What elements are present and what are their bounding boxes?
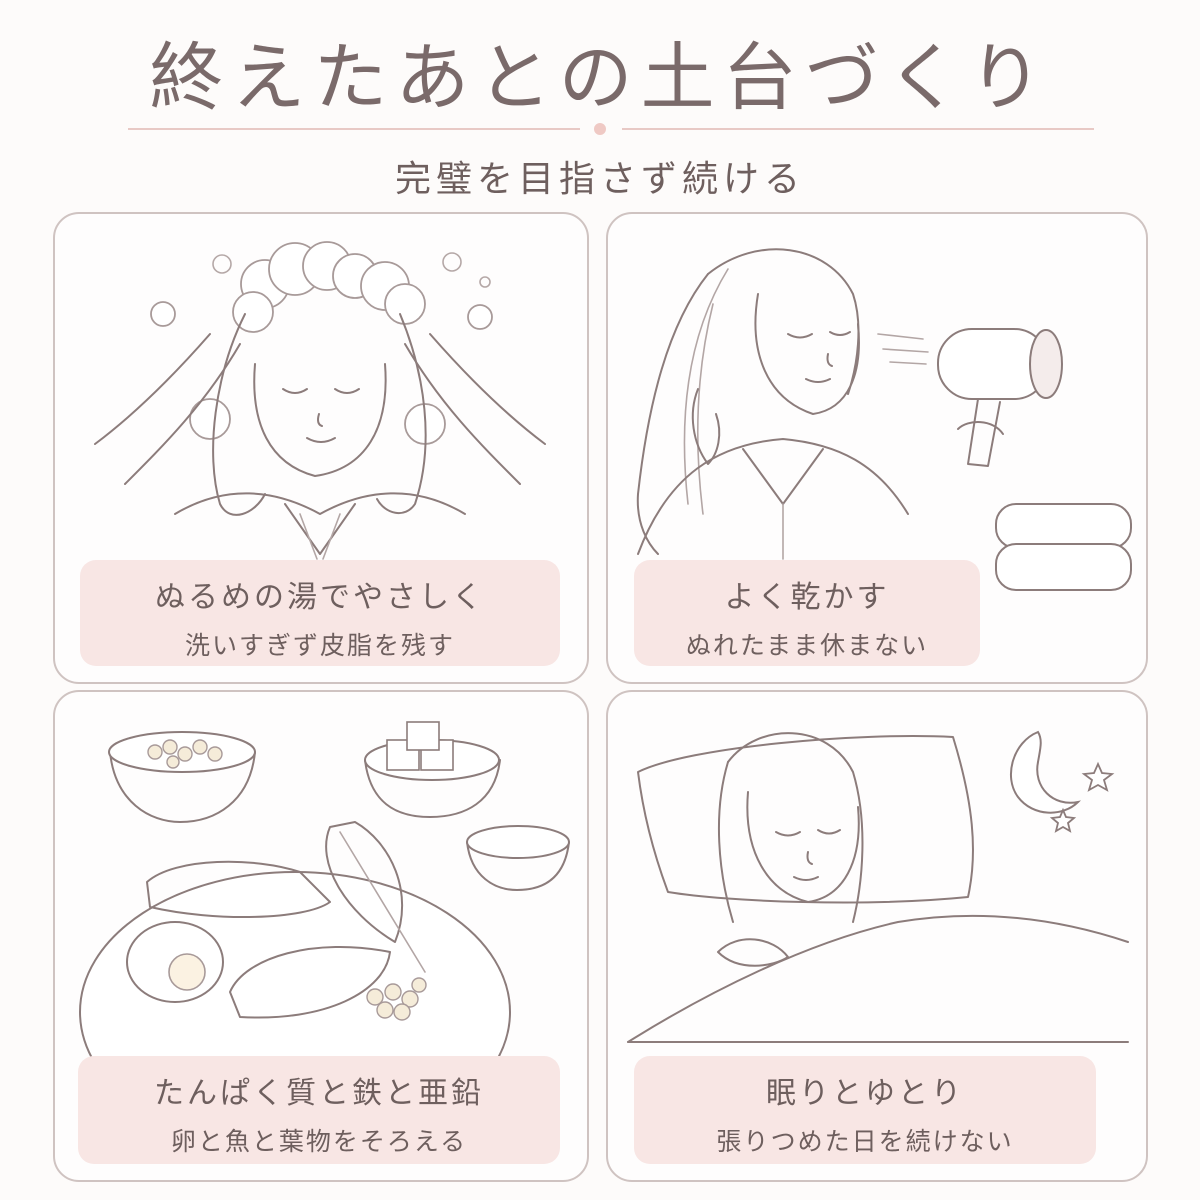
caption-sub: 洗いすぎず皮脂を残す: [184, 631, 455, 660]
caption-sub: ぬれたまま休まない: [685, 631, 929, 660]
card-sleep: 眠りとゆとり 張りつめた日を続けない: [606, 690, 1148, 1182]
divider-line-right: [622, 128, 1094, 130]
caption-main: よく乾かす: [724, 580, 890, 615]
caption-sub: 張りつめた日を続けない: [716, 1127, 1014, 1156]
divider-line-left: [128, 128, 580, 130]
divider-dot: [594, 123, 606, 135]
caption-main: 眠りとゆとり: [766, 1076, 964, 1111]
page-title: 終えたあとの土台づくり: [149, 35, 1051, 121]
card-wash: ぬるめの湯でやさしく 洗いすぎず皮脂を残す: [53, 212, 589, 684]
drying-hair-illustration: [636, 248, 1132, 591]
caption-main: たんぱく質と鉄と亜鉛: [154, 1076, 484, 1111]
caption-dry: よく乾かす ぬれたまま休まない: [634, 560, 980, 666]
caption-main: ぬるめの湯でやさしく: [155, 580, 485, 615]
card-food: たんぱく質と鉄と亜鉛 卵と魚と葉物をそろえる: [53, 690, 589, 1182]
card-dry: よく乾かす ぬれたまま休まない: [606, 212, 1148, 684]
title-divider: [128, 123, 1094, 135]
washing-hair-illustration: [94, 241, 546, 560]
caption-food: たんぱく質と鉄と亜鉛 卵と魚と葉物をそろえる: [78, 1056, 560, 1164]
sleeping-illustration: [627, 730, 1129, 1043]
caption-sub: 卵と魚と葉物をそろえる: [170, 1127, 468, 1156]
page-subtitle: 完璧を目指さず続ける: [394, 159, 805, 200]
caption-sleep: 眠りとゆとり 張りつめた日を続けない: [634, 1056, 1096, 1164]
caption-wash: ぬるめの湯でやさしく 洗いすぎず皮脂を残す: [80, 560, 560, 666]
